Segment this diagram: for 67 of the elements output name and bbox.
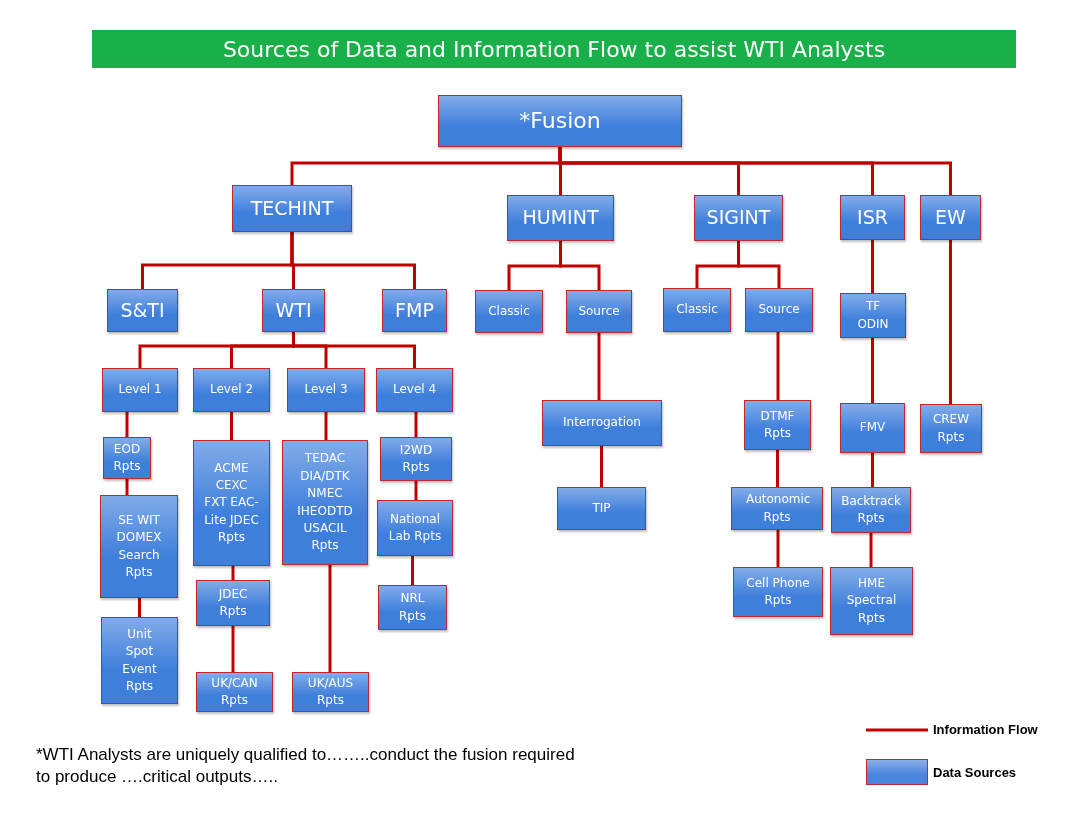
data-source-box: I2WD Rpts xyxy=(380,437,452,481)
legend-label: Data Sources xyxy=(933,764,1017,780)
connector-line xyxy=(776,332,780,400)
connector-line xyxy=(949,240,952,404)
data-source-box: TF ODIN xyxy=(840,293,906,338)
connector-line xyxy=(600,446,603,487)
connector-line xyxy=(737,241,781,288)
data-source-box: Autonomic Rpts xyxy=(731,487,823,530)
connector-line xyxy=(231,566,235,580)
legend-label: Information Flow xyxy=(933,722,1038,737)
connector-line xyxy=(559,241,601,290)
data-source-box: DTMF Rpts xyxy=(744,400,811,450)
data-source-box: Level 1 xyxy=(102,368,178,412)
data-source-box: TEDAC DIA/DTK NMEC IHEODTD USACIL Rpts xyxy=(282,440,368,565)
connector-line xyxy=(411,556,414,585)
data-source-box: CREW Rpts xyxy=(920,404,982,453)
connector-line xyxy=(776,530,780,567)
data-source-box: FMP xyxy=(382,289,447,332)
data-source-box: HUMINT xyxy=(507,195,614,241)
data-source-box: National Lab Rpts xyxy=(377,500,453,556)
connector-line xyxy=(414,412,418,437)
connector-line xyxy=(328,565,332,672)
connector-line xyxy=(290,232,416,289)
data-source-box: Classic xyxy=(475,290,543,333)
connector-line xyxy=(125,412,129,437)
connector-line xyxy=(414,481,418,500)
connector-line xyxy=(871,453,874,487)
data-source-box: FMV xyxy=(840,403,905,453)
data-source-box: Cell Phone Rpts xyxy=(733,567,823,617)
data-source-box: JDEC Rpts xyxy=(196,580,270,626)
data-source-box: EOD Rpts xyxy=(103,437,151,479)
data-source-box: SE WIT DOMEX Search Rpts xyxy=(100,495,178,598)
data-source-box: Classic xyxy=(663,288,731,332)
data-source-box: *Fusion xyxy=(438,95,682,147)
connector-line xyxy=(231,626,235,672)
data-source-box: Backtrack Rpts xyxy=(831,487,911,533)
connector-line xyxy=(138,598,141,617)
data-source-box: S&TI xyxy=(107,289,178,332)
data-source-box: EW xyxy=(920,195,981,240)
data-source-box: UK/CAN Rpts xyxy=(196,672,273,712)
data-source-box: SIGINT xyxy=(694,195,783,241)
footnote: *WTI Analysts are uniquely qualified to……..conduct the fusion required to produce ….critical outputs….. xyxy=(36,744,576,789)
connector-line xyxy=(597,333,601,400)
title-banner: Sources of Data and Information Flow to assist WTI Analysts xyxy=(92,30,1016,68)
data-source-box: NRL Rpts xyxy=(378,585,447,630)
connector-line xyxy=(871,240,874,293)
connector-line xyxy=(558,147,952,195)
data-source-box: TIP xyxy=(557,487,646,530)
data-source-box: Level 3 xyxy=(287,368,365,412)
data-source-box: Level 4 xyxy=(376,368,453,412)
data-source-box: Level 2 xyxy=(193,368,270,412)
data-source-box: ISR xyxy=(840,195,905,240)
connector-line xyxy=(324,412,328,440)
data-source-box: HME Spectral Rpts xyxy=(830,567,913,635)
connector-line xyxy=(871,338,874,403)
data-source-box: TECHINT xyxy=(232,185,352,232)
connector-line xyxy=(230,412,233,440)
data-source-box: Source xyxy=(745,288,813,332)
data-source-box: Interrogation xyxy=(542,400,662,446)
data-source-box: ACME CEXC FXT EAC-Lite JDEC Rpts xyxy=(193,440,270,566)
data-source-box: UK/AUS Rpts xyxy=(292,672,369,712)
connector-line xyxy=(125,479,129,495)
connector-line xyxy=(869,533,873,567)
data-source-box: Unit Spot Event Rpts xyxy=(101,617,178,704)
data-source-box: WTI xyxy=(262,289,325,332)
connector-line xyxy=(776,450,779,487)
data-source-box: Source xyxy=(566,290,632,333)
